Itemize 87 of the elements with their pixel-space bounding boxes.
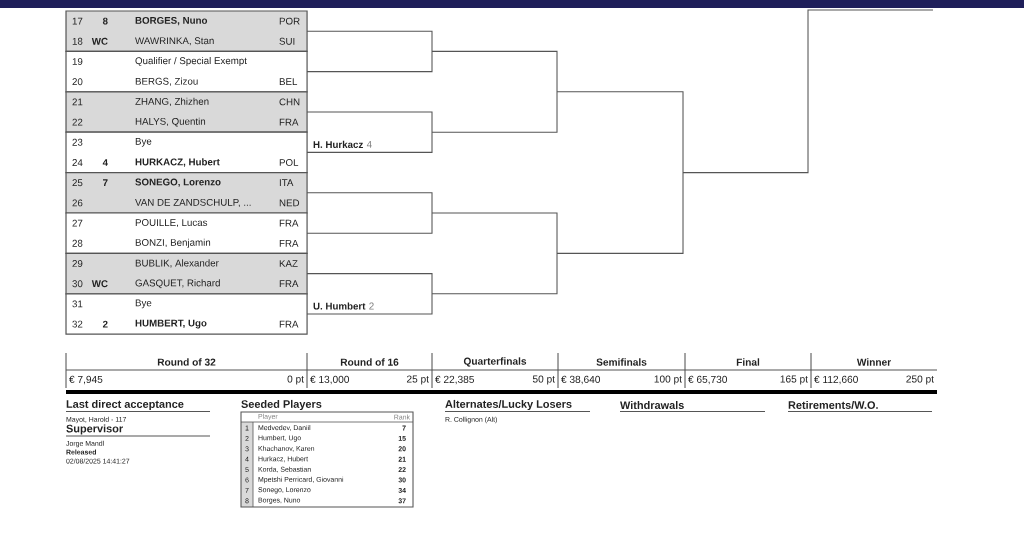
country-code: FRA xyxy=(279,239,299,247)
seed-mark: WC xyxy=(91,37,108,45)
seed-mark: 4 xyxy=(366,141,372,148)
player-name: HUMBERT, Ugo xyxy=(135,319,207,329)
match-box xyxy=(65,131,308,174)
prize-money: € 22,385 xyxy=(435,375,474,385)
ranking-points: 0 pt xyxy=(287,375,304,385)
seed-mark: 4 xyxy=(102,159,108,166)
player-name: BONZI, Benjamin xyxy=(135,238,211,248)
player-name: BORGES, Nuno xyxy=(135,16,208,26)
ranking-points: 100 pt xyxy=(654,375,682,385)
match-box xyxy=(65,50,308,93)
section-heading: Supervisor xyxy=(66,424,123,435)
match-box xyxy=(65,293,308,335)
player-name: ZHANG, Zhizhen xyxy=(135,97,209,107)
winner-name: H. Hurkacz xyxy=(313,140,363,148)
draw-position: 29 xyxy=(72,260,83,267)
country-code: CHN xyxy=(279,98,300,106)
round-header: Quarterfinals xyxy=(463,357,527,367)
section-heading: Withdrawals xyxy=(620,401,684,409)
player-name: POUILLE, Lucas xyxy=(135,219,208,228)
ranking-points: 50 pt xyxy=(532,375,555,385)
draw-position: 24 xyxy=(72,159,83,166)
draw-position: 28 xyxy=(72,239,83,247)
section-heading: Retirements/W.O. xyxy=(788,400,878,410)
country-code: FRA xyxy=(279,320,299,328)
draw-position: 21 xyxy=(72,98,83,106)
player-name: Bye xyxy=(135,299,152,309)
round-header: Semifinals xyxy=(596,358,647,366)
ranking-points: 250 pt xyxy=(906,375,934,385)
player-name: BUBLIK, Alexander xyxy=(135,259,219,268)
player-name: HALYS, Quentin xyxy=(135,117,206,127)
country-code: FRA xyxy=(279,219,299,227)
player-name: GASQUET, Richard xyxy=(135,279,220,289)
match-box xyxy=(65,212,308,254)
country-code: POL xyxy=(279,159,299,166)
ranking-points: 165 pt xyxy=(780,375,808,385)
country-code: NED xyxy=(279,199,300,207)
player-name: SONEGO, Lorenzo xyxy=(135,178,221,187)
draw-position: 27 xyxy=(72,219,83,227)
country-code: KAZ xyxy=(279,260,298,267)
draw-position: 20 xyxy=(72,78,83,86)
seed-mark: 7 xyxy=(103,179,108,187)
prize-money: € 13,000 xyxy=(310,375,350,385)
country-code: BEL xyxy=(279,78,298,86)
player-name: VAN DE ZANDSCHULP, ... xyxy=(135,198,251,207)
country-code: ITA xyxy=(279,179,294,187)
prize-money: € 7,945 xyxy=(69,375,103,385)
draw-position: 19 xyxy=(72,58,83,65)
draw-position: 18 xyxy=(72,37,83,45)
section-heading: Last direct acceptance xyxy=(66,399,184,411)
round-header: Round of 16 xyxy=(340,358,399,366)
seed-mark: 8 xyxy=(102,17,108,25)
draw-position: 23 xyxy=(72,138,83,146)
player-name: Bye xyxy=(135,137,152,147)
country-code: FRA xyxy=(279,118,299,126)
round-header: Final xyxy=(736,358,760,366)
section-heading: Seeded Players xyxy=(241,399,322,411)
winner-name: U. Humbert xyxy=(313,302,366,310)
draw-position: 22 xyxy=(72,118,83,126)
draw-position: 26 xyxy=(72,199,83,207)
country-code: SUI xyxy=(279,37,295,45)
round-header: Round of 32 xyxy=(157,358,216,366)
draw-position: 25 xyxy=(72,179,83,187)
seed-mark: 2 xyxy=(102,320,108,328)
ranking-points: 25 pt xyxy=(406,375,429,385)
player-name: BERGS, Zizou xyxy=(135,77,198,86)
country-code: POR xyxy=(279,17,300,25)
draw-position: 17 xyxy=(72,17,83,25)
seed-mark: 2 xyxy=(369,302,374,310)
seed-mark: WC xyxy=(91,280,108,288)
prize-money: € 112,660 xyxy=(814,375,858,385)
prize-money: € 65,730 xyxy=(688,375,728,385)
draw-position: 32 xyxy=(72,320,83,328)
section-heading: Alternates/Lucky Losers xyxy=(445,399,572,411)
match-box xyxy=(65,91,308,133)
match-box xyxy=(65,172,308,214)
country-code: FRA xyxy=(279,280,299,288)
player-name: HURKACZ, Hubert xyxy=(135,158,220,167)
prize-money: € 38,640 xyxy=(561,375,601,385)
draw-position: 31 xyxy=(72,300,83,308)
match-box xyxy=(65,10,308,52)
draw-position: 30 xyxy=(72,280,83,288)
player-name: Qualifier / Special Exempt xyxy=(135,57,247,67)
match-box xyxy=(65,252,308,295)
player-name: WAWRINKA, Stan xyxy=(135,37,214,46)
round-header: Winner xyxy=(856,358,891,366)
